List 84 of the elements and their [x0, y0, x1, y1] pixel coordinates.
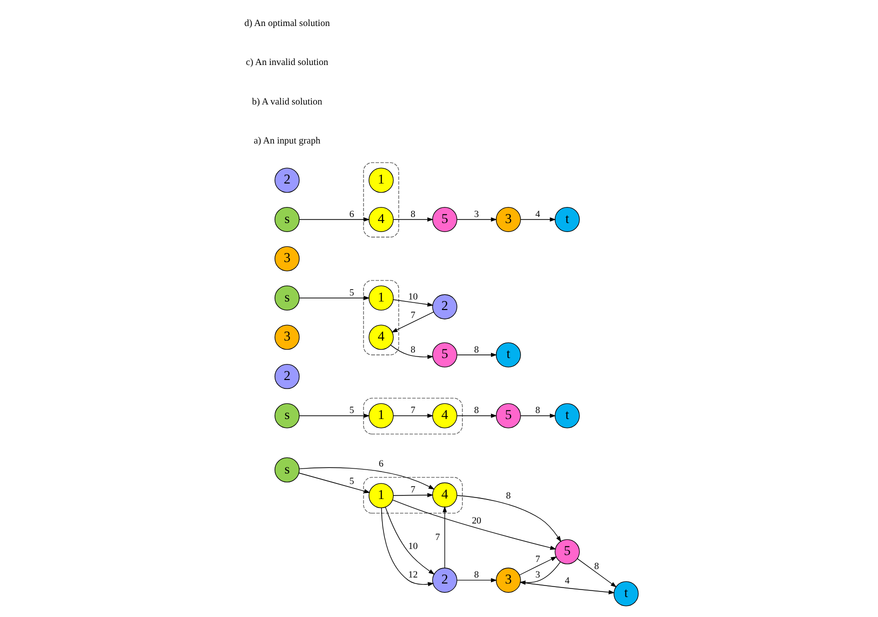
arrow [519, 556, 557, 576]
label: c) An invalid solution [246, 58, 328, 68]
node-circle: s [274, 207, 300, 232]
edge-label: 5 [349, 477, 354, 488]
edge-label: 6 [349, 210, 354, 220]
node-circle: 3 [274, 324, 300, 350]
node-circle: 4 [368, 324, 394, 350]
node-circle: s [274, 403, 300, 428]
edge-label: 3 [535, 570, 540, 581]
arrow [393, 414, 434, 418]
label: b) A valid solution [252, 97, 322, 108]
arrow [456, 414, 498, 418]
edge-label: 4 [564, 576, 570, 587]
node-circle: 2 [432, 294, 458, 320]
arrow [442, 506, 447, 568]
node-circle: 3 [496, 568, 521, 593]
arrow [385, 506, 435, 575]
node-circle: 1 [368, 286, 394, 311]
arrow [298, 217, 370, 222]
edge-label: 5 [349, 288, 354, 298]
edge-label: 8 [474, 570, 479, 581]
node-circle: 4 [368, 207, 394, 232]
node-circle: 3 [274, 246, 300, 272]
edge-label: 7 [535, 555, 540, 566]
node-circle: t [554, 207, 580, 232]
arrow [519, 562, 561, 585]
node-circle: t [554, 403, 580, 428]
node-circle: 2 [274, 364, 300, 390]
arrow [456, 578, 498, 582]
edge-label: 8 [594, 562, 600, 572]
arrow [299, 467, 435, 490]
node-circle: 2 [274, 168, 300, 193]
node-circle: 5 [432, 342, 458, 368]
edge-label: 7 [410, 485, 416, 496]
node-circle: t [614, 581, 639, 606]
edge-label: 20 [472, 516, 482, 526]
edge-label: 7 [435, 533, 440, 544]
edge-label: 8 [474, 345, 479, 356]
arrow [390, 344, 434, 359]
node-circle: 2 [432, 568, 458, 593]
arrow [392, 299, 434, 307]
arrow [393, 217, 434, 222]
node-circle: t [496, 342, 521, 368]
arrow [456, 495, 562, 542]
arrow [381, 508, 434, 586]
edge-label: 4 [535, 210, 540, 220]
node-circle: s [274, 286, 300, 311]
edge-label: 8 [410, 345, 416, 356]
arrow [298, 472, 370, 494]
edge-label: 8 [506, 491, 511, 502]
node-circle: 1 [368, 168, 394, 193]
arrow [577, 558, 617, 588]
edge-label: 6 [378, 460, 384, 470]
arrow [456, 217, 498, 222]
node-circle: 4 [432, 482, 458, 508]
arrow [520, 414, 556, 418]
edge-label: 8 [535, 406, 540, 416]
arrow [392, 500, 556, 550]
edge-label: 7 [410, 310, 416, 321]
edge-label: 12 [408, 570, 418, 581]
arrow [298, 414, 370, 418]
node-circle: 5 [432, 207, 458, 232]
node-circle: 1 [368, 483, 394, 508]
label: a) An input graph [254, 136, 320, 147]
arrow [520, 582, 615, 594]
label: d) An optimal solution [244, 18, 330, 29]
arrow [391, 312, 434, 333]
edge-label: 7 [410, 406, 416, 416]
edge-label: 10 [408, 292, 418, 302]
arrow [298, 296, 370, 300]
arrow [456, 352, 498, 357]
node-circle: 1 [368, 403, 394, 428]
arrow [393, 492, 434, 498]
node-circle: 5 [496, 403, 521, 428]
edge-label: 5 [349, 406, 354, 416]
node-circle: 3 [496, 207, 521, 232]
node-circle: 5 [554, 539, 580, 564]
edge-label: 8 [474, 406, 479, 416]
edge-label: 10 [408, 542, 418, 552]
arrow [520, 217, 556, 222]
node-circle: 4 [432, 403, 458, 428]
node-circle: s [274, 457, 300, 482]
edge-label: 8 [410, 210, 416, 220]
edge-label: 3 [474, 210, 479, 220]
